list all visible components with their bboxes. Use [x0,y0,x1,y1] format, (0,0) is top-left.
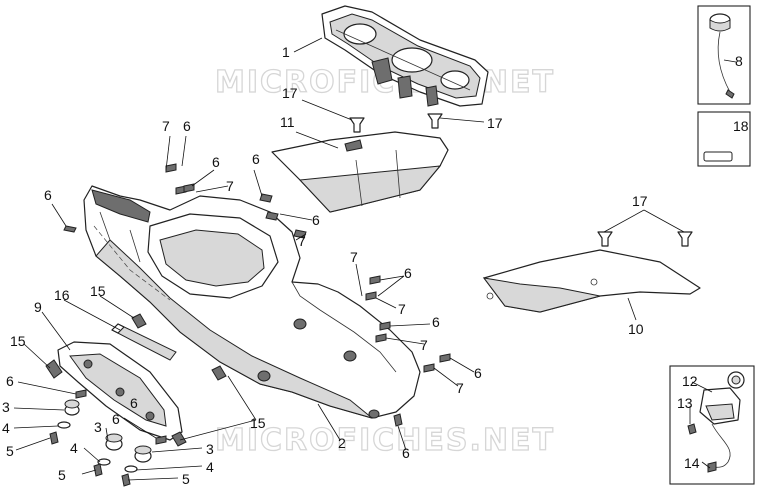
callout-17: 17 [282,85,298,101]
callout-6: 6 [44,187,52,203]
callout-7: 7 [298,233,306,249]
leader-lines [13,37,737,481]
inset-box-part-8 [697,5,751,105]
callout-5: 5 [58,467,66,483]
callout-6: 6 [183,118,191,134]
grommet-left-upper [64,399,80,416]
callout-4: 4 [206,459,214,475]
inset-box-ignition-switch [669,365,755,485]
callout-1: 1 [282,44,290,60]
side-cover-part-10 [482,249,701,313]
callout-7: 7 [162,118,170,134]
clips [45,313,227,447]
rounded-rectangle-symbol [703,151,733,162]
callout-6: 6 [212,154,220,170]
callout-6: 6 [474,365,482,381]
main-housing-part-2 [83,185,421,419]
washers [57,421,138,473]
callout-17: 17 [632,193,648,209]
callout-labels: 1 17 17 11 8 18 17 10 7 6 6 7 6 6 7 6 7 … [2,44,749,487]
callout-6: 6 [432,314,440,330]
callout-8: 8 [735,53,743,69]
grommet-right [134,445,152,463]
callout-13: 13 [677,395,693,411]
callout-10: 10 [628,321,644,337]
callout-7: 7 [420,337,428,353]
rivets-17 [349,113,693,247]
callout-6: 6 [312,212,320,228]
callout-15: 15 [90,283,106,299]
callout-18: 18 [733,118,749,134]
upper-cover-part-11 [271,131,449,213]
callout-6: 6 [404,265,412,281]
callout-17: 17 [487,115,503,131]
watermark-bottom: MICROFICHES.NET [215,423,555,458]
callout-7: 7 [226,178,234,194]
bracket-part-9 [57,341,183,441]
callout-6: 6 [402,445,410,461]
callout-7: 7 [456,380,464,396]
callout-5: 5 [182,471,190,487]
callout-3: 3 [94,419,102,435]
callout-6: 6 [252,151,260,167]
callout-3: 3 [2,399,10,415]
callout-11: 11 [280,114,295,130]
callout-5: 5 [6,443,14,459]
callout-6: 6 [130,395,138,411]
callout-14: 14 [684,455,700,471]
callout-6: 6 [6,373,14,389]
instrument-cluster-part-1 [321,5,489,107]
callout-2: 2 [338,435,346,451]
callout-16: 16 [54,287,70,303]
grommet-middle [105,433,123,451]
screws [49,163,451,487]
callout-7: 7 [398,301,406,317]
callout-12: 12 [682,373,698,389]
callout-15: 15 [250,415,266,431]
callout-6: 6 [112,411,120,427]
callout-15: 15 [10,333,26,349]
callout-4: 4 [2,420,10,436]
inset-box-part-18 [697,111,751,167]
callout-7: 7 [350,249,358,265]
callout-4: 4 [70,440,78,456]
callout-9: 9 [34,299,42,315]
callout-3: 3 [206,441,214,457]
